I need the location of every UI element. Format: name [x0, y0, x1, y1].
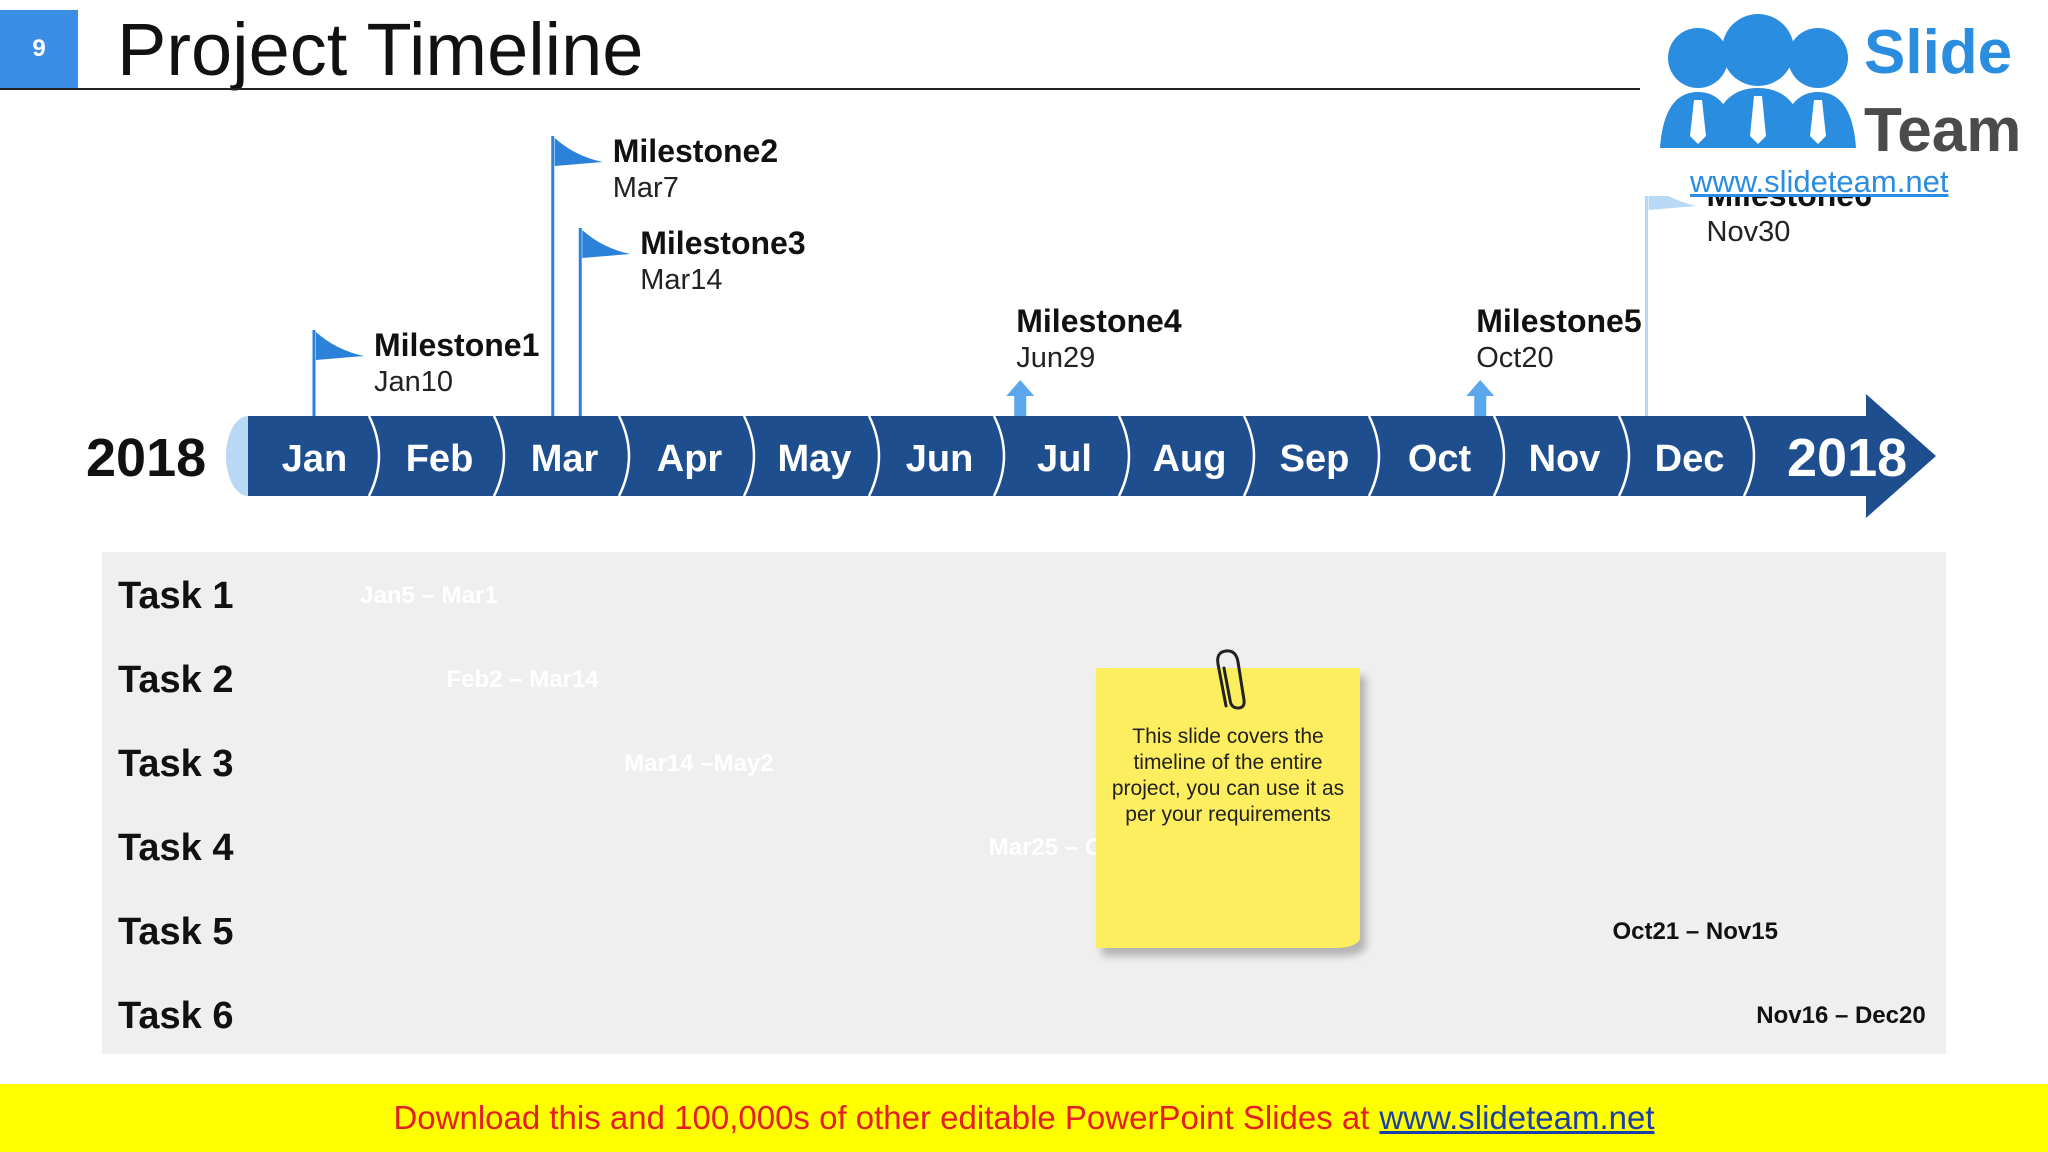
- milestone-date: Oct20: [1476, 342, 1554, 374]
- paperclip-icon: [1216, 649, 1246, 710]
- milestone-name: Milestone1: [374, 327, 540, 363]
- month-label: Jun: [905, 438, 974, 480]
- month-label: Dec: [1654, 438, 1725, 480]
- logo-word-team: Team: [1864, 96, 2022, 165]
- month-separator: [492, 415, 506, 497]
- task-panel: [102, 552, 1946, 1054]
- task-range: Nov16 – Dec20: [1756, 1002, 1926, 1029]
- up-arrow-icon: [1006, 380, 1035, 416]
- milestone-name: Milestone2: [612, 133, 779, 169]
- milestone-name: Milestone4: [1016, 303, 1182, 339]
- month-label: May: [777, 438, 852, 480]
- month-separator: [1742, 415, 1756, 497]
- flag-icon: [582, 230, 631, 258]
- month-separator: [1242, 415, 1256, 497]
- banner-text: Download this and 100,000s of other edit…: [393, 1099, 1370, 1136]
- month-label: Mar: [530, 438, 599, 480]
- timeline-year-end: 2018: [1787, 428, 1908, 488]
- month-label: Sep: [1279, 438, 1350, 480]
- milestone-name: Milestone3: [640, 225, 806, 261]
- logo-url-link[interactable]: www.slideteam.net: [1690, 164, 1949, 199]
- month-separator: [367, 415, 381, 497]
- page-title: Project Timeline: [117, 8, 644, 91]
- milestone-date: Jun29: [1016, 342, 1096, 374]
- download-banner: Download this and 100,000s of other edit…: [0, 1084, 2048, 1152]
- month-label: Oct: [1407, 438, 1472, 480]
- month-label: Feb: [405, 438, 474, 480]
- milestone-date: Mar7: [612, 172, 679, 204]
- title-divider: [0, 88, 1640, 90]
- month-separator: [1617, 415, 1631, 497]
- flag-icon: [554, 138, 603, 166]
- up-arrow-icon: [1466, 380, 1495, 416]
- task-range: Jan5 – Mar1: [360, 582, 498, 609]
- month-separator: [1492, 415, 1506, 497]
- flag-icon: [316, 332, 364, 360]
- milestone-name: Milestone5: [1476, 303, 1642, 339]
- milestone-date: Mar14: [640, 264, 723, 296]
- sticky-note: This slide covers the timeline of the en…: [1096, 668, 1360, 948]
- month-separator: [867, 415, 881, 497]
- task-range: Oct21 – Nov15: [1612, 918, 1778, 945]
- timeline-year-start: 2018: [86, 428, 207, 488]
- month-separator: [617, 415, 631, 497]
- month-label: Nov: [1528, 438, 1601, 480]
- month-label: Jul: [1037, 438, 1092, 480]
- banner-link[interactable]: www.slideteam.net: [1379, 1099, 1655, 1136]
- sticky-note-text: This slide covers the timeline of the en…: [1111, 725, 1345, 826]
- task-label: Task 1: [118, 575, 234, 617]
- slide-number: 9: [0, 10, 78, 88]
- task-range: Mar14 –May2: [624, 750, 774, 777]
- milestone-date: Nov30: [1706, 216, 1791, 248]
- month-label: Apr: [656, 438, 723, 480]
- timeline-bar-group: [226, 394, 1936, 518]
- milestone-date: Jan10: [374, 366, 454, 398]
- slideteam-logo: Slide Team www.slideteam.net: [1640, 0, 2048, 199]
- month-separator: [992, 415, 1006, 497]
- month-label: Aug: [1152, 438, 1227, 480]
- task-label: Task 4: [118, 827, 234, 869]
- logo-word-slide: Slide: [1864, 18, 2013, 87]
- timeline-arrow: [248, 394, 1936, 518]
- task-range: Feb2 – Mar14: [446, 666, 599, 693]
- month-separator: [742, 415, 756, 497]
- task-label: Task 6: [118, 995, 234, 1037]
- flag-icon: [1648, 182, 1697, 210]
- task-label: Task 5: [118, 911, 234, 953]
- task-label: Task 3: [118, 743, 234, 785]
- month-separator: [1117, 415, 1131, 497]
- people-icon: [1660, 14, 1856, 148]
- month-label: Jan: [281, 438, 348, 480]
- task-label: Task 2: [118, 659, 234, 701]
- month-separator: [1367, 415, 1381, 497]
- milestone-markers: [312, 136, 1697, 416]
